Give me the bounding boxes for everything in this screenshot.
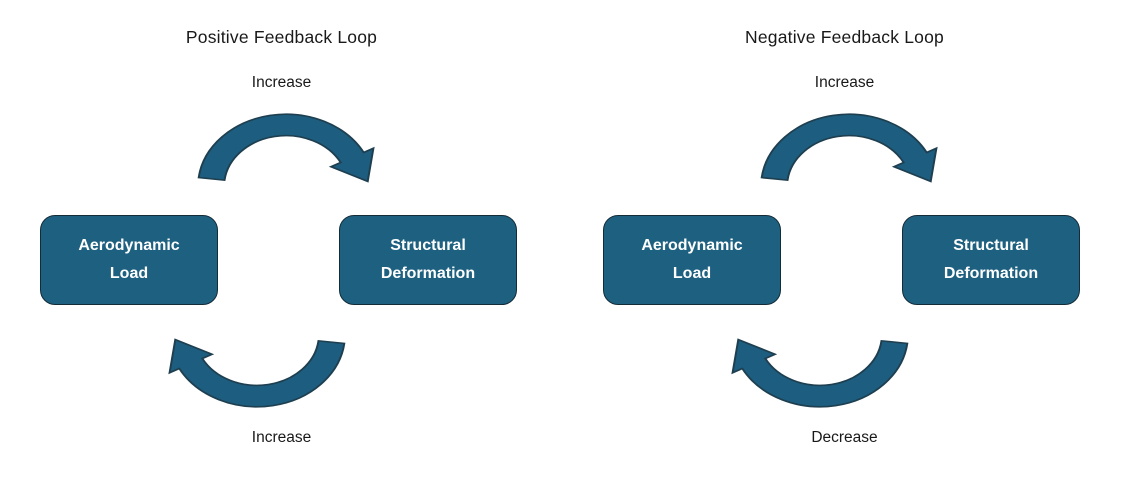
curved-arrow-left-icon xyxy=(730,338,908,408)
node-label-line: Load xyxy=(672,265,712,282)
node-label-line: Structural xyxy=(953,237,1029,254)
diagram-title: Positive Feedback Loop xyxy=(185,27,378,47)
node-label-line: Aerodynamic xyxy=(78,237,180,254)
curved-arrow-right-icon xyxy=(760,113,938,183)
node-label-line: Load xyxy=(109,265,149,282)
diagram-title: Negative Feedback Loop xyxy=(745,27,944,47)
node-label-line: Structural xyxy=(390,237,466,254)
node-label-line: Deformation xyxy=(943,265,1039,282)
curved-arrow-right-icon xyxy=(197,113,375,183)
node-aerodynamic-load: Aerodynamic Load xyxy=(603,215,781,305)
top-arrow-label: Increase xyxy=(814,74,875,91)
node-structural-deformation: Structural Deformation xyxy=(902,215,1080,305)
node-label-line: Deformation xyxy=(380,265,476,282)
node-structural-deformation: Structural Deformation xyxy=(339,215,517,305)
node-label-line: Aerodynamic xyxy=(641,237,743,254)
top-arrow-label: Increase xyxy=(251,74,312,91)
positive-feedback-loop-diagram: Positive Feedback Loop Increase Aerodyna… xyxy=(40,27,517,446)
curved-arrow-left-icon xyxy=(167,338,345,408)
node-aerodynamic-load: Aerodynamic Load xyxy=(40,215,218,305)
negative-feedback-loop-diagram: Negative Feedback Loop Increase Aerodyna… xyxy=(563,0,1126,493)
bottom-arrow-label: Decrease xyxy=(811,429,878,446)
bottom-arrow-label: Increase xyxy=(251,429,312,446)
